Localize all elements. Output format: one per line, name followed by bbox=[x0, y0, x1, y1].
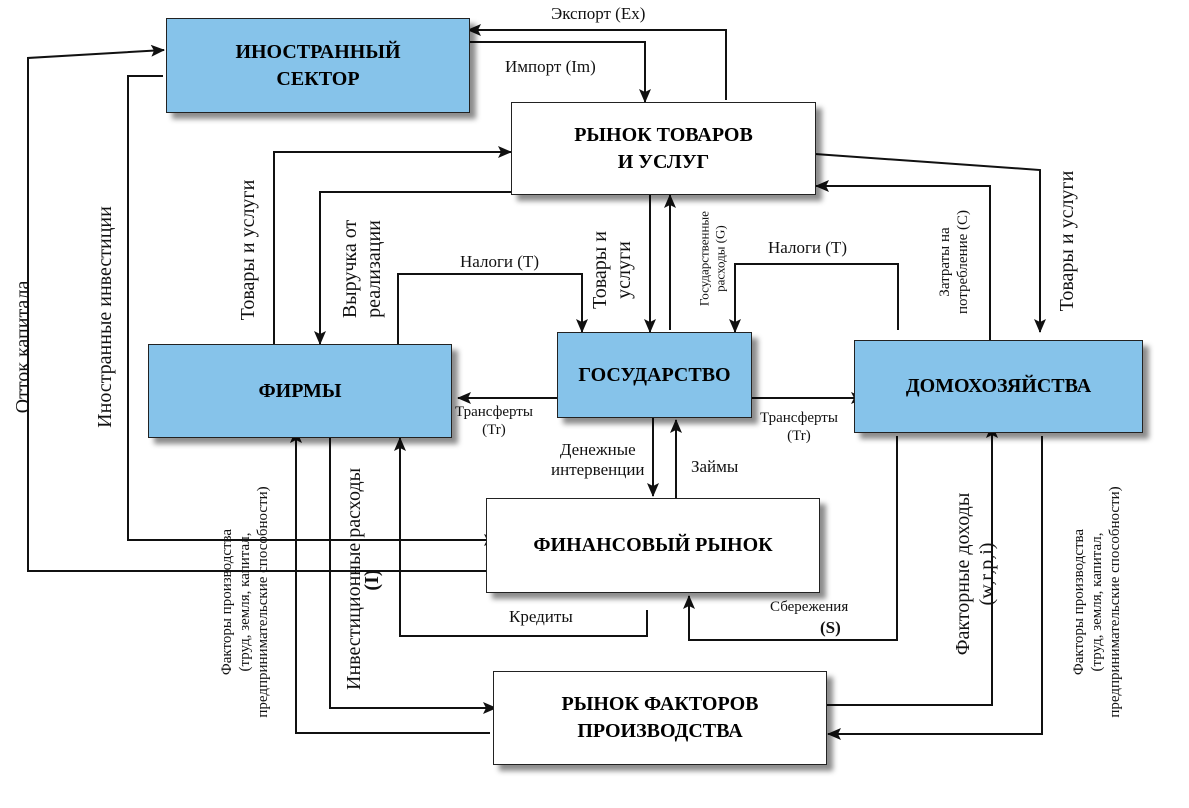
arrow-foreign-investment bbox=[127, 75, 498, 546]
label-transfers-firms: Трансферты (Tr) bbox=[455, 404, 533, 438]
node-goods-market: РЫНОК ТОВАРОВ И УСЛУГ bbox=[511, 102, 816, 195]
label-credits: Кредиты bbox=[509, 607, 573, 626]
label-savings: Сбережения bbox=[770, 599, 849, 615]
label-factors-firms: Факторы производства (труд, земля, капит… bbox=[219, 486, 271, 718]
arrow-firms-goods bbox=[273, 146, 512, 352]
label-goods-services-state: Товары и услуги bbox=[589, 231, 635, 309]
arrow-credits bbox=[394, 437, 648, 637]
arrow-capital-outflow bbox=[27, 44, 486, 572]
label-investment-i: (I) bbox=[361, 569, 383, 591]
label-taxes-households: Налоги (T) bbox=[768, 238, 847, 257]
label-factors-households: Факторы производства (труд, земля, капит… bbox=[1071, 486, 1123, 718]
label-foreign-investment: Иностранные инвестиции bbox=[94, 206, 116, 428]
label-capital-outflow: Отток капитала bbox=[12, 280, 34, 414]
arrow-factors-households bbox=[827, 436, 1043, 740]
label-transfers-households: Трансферты (Tr) bbox=[760, 410, 838, 444]
arrow-taxes-households bbox=[729, 263, 899, 333]
arrow-factor-income bbox=[827, 424, 998, 706]
node-financial-market: ФИНАНСОВЫЙ РЫНОК bbox=[486, 498, 820, 593]
arrow-savings bbox=[683, 436, 898, 641]
label-gov-spending: Государственные расходы (G) bbox=[696, 211, 727, 307]
node-state: ГОСУДАРСТВО bbox=[557, 332, 752, 418]
arrow-factors-firms bbox=[290, 429, 490, 734]
label-loans: Займы bbox=[691, 457, 739, 476]
label-taxes-firms: Налоги (T) bbox=[460, 252, 539, 271]
node-factor-market: РЫНОК ФАКТОРОВ ПРОИЗВОДСТВА bbox=[493, 671, 827, 765]
arrow-investment bbox=[329, 438, 497, 714]
arrow-revenue bbox=[314, 191, 511, 345]
node-households: ДОМОХОЗЯЙСТВА bbox=[854, 340, 1143, 433]
label-factor-income: Факторные доходы (w,r,p,i) bbox=[952, 492, 998, 656]
node-foreign-sector: ИНОСТРАННЫЙ СЕКТОР bbox=[166, 18, 470, 113]
label-revenue: Выручка от реализации bbox=[339, 219, 385, 319]
label-goods-services-firms: Товары и услуги bbox=[237, 179, 259, 321]
arrow-import bbox=[468, 41, 651, 103]
arrow-export bbox=[467, 24, 727, 100]
label-goods-services-households: Товары и услуги bbox=[1056, 170, 1078, 312]
arrow-consumption bbox=[815, 180, 991, 340]
label-consumption: Затраты на потребление (C) bbox=[937, 209, 971, 315]
arrow-goods-households bbox=[814, 153, 1046, 333]
label-export: Экспорт (Ex) bbox=[551, 4, 646, 23]
label-import: Импорт (Im) bbox=[505, 57, 596, 76]
label-money-interventions: Денежные интервенции bbox=[551, 440, 645, 480]
label-savings-s: (S) bbox=[820, 618, 841, 637]
node-firms: ФИРМЫ bbox=[148, 344, 452, 438]
arrow-taxes-firms bbox=[397, 273, 588, 346]
